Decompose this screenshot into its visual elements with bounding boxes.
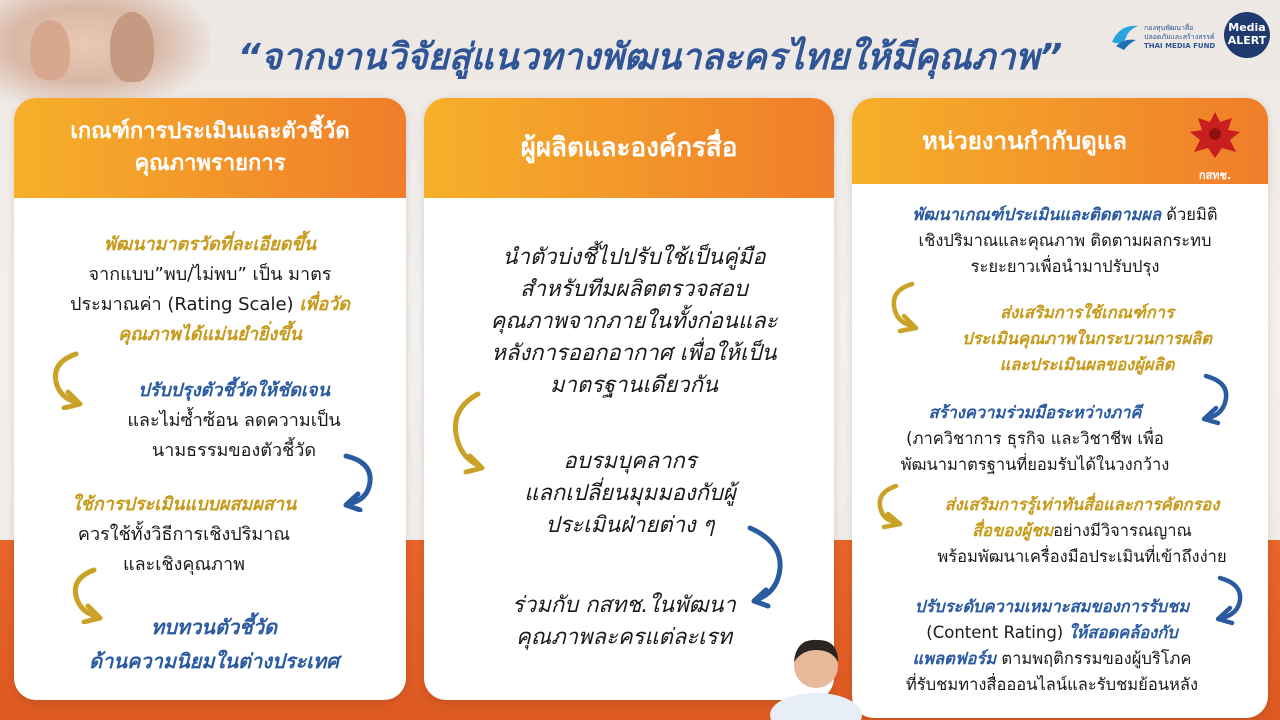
point-block: อบรมบุคลากร แลกเปลี่ยนมุมมองกับผู้ ประเม…	[480, 446, 780, 542]
point-text: ร่วมกับ กสทช.ในพัฒนา	[512, 593, 736, 618]
point-text: แลกเปลี่ยนมุมมองกับผู้	[524, 481, 736, 506]
point-title: พัฒนาเกณฑ์ประเมินและติดตามผล	[912, 205, 1162, 224]
card-heading: เกณฑ์การประเมินและตัวชี้วัด	[70, 119, 350, 144]
garuda-emblem-icon	[1190, 112, 1240, 158]
nbtc-emblem: กสทช.	[1186, 110, 1244, 182]
point-text: มาตรฐานเดียวกัน	[550, 373, 718, 398]
curved-arrow-icon	[877, 483, 903, 530]
header-photo	[0, 0, 210, 110]
curved-arrow-icon	[891, 281, 919, 334]
point-block: ทบทวนตัวชี้วัด ด้านความนิยมในต่างประเทศ	[44, 610, 384, 678]
point-text: หลังการออกอากาศ เพื่อให้เป็น	[491, 341, 777, 366]
point-block: นำตัวบ่งชี้ไปปรับใช้เป็นคู่มือ สำหรับทีม…	[454, 242, 814, 402]
card-header: เกณฑ์การประเมินและตัวชี้วัด คุณภาพรายการ	[14, 98, 406, 198]
point-title: พัฒนามาตรวัดที่ละเอียดขึ้น	[103, 234, 317, 255]
point-block: พัฒนามาตรวัดที่ละเอียดขึ้น จากแบบ”พบ/ไม่…	[34, 230, 386, 350]
point-block: ปรับระดับความเหมาะสมของการรับชม (Content…	[872, 594, 1232, 698]
point-text: นามธรรมของตัวชี้วัด	[151, 440, 317, 461]
point-text: และไม่ซ้ำซ้อน ลดความเป็น	[127, 410, 341, 431]
card-header: ผู้ผลิตและองค์กรสื่อ	[424, 98, 834, 198]
point-text: ด้วยมิติ	[1161, 205, 1218, 224]
point-text: ระยะยาวเพื่อนำมาปรับปรุง	[970, 257, 1160, 276]
curved-arrow-icon	[52, 351, 83, 410]
point-title: ประเมินคุณภาพในกระบวนการผลิต	[961, 329, 1213, 348]
person-figure	[30, 20, 70, 80]
point-block: ปรับปรุงตัวชี้วัดให้ชัดเจน และไม่ซ้ำซ้อน…	[84, 376, 384, 466]
point-block: ส่งเสริมการใช้เกณฑ์การ ประเมินคุณภาพในกร…	[922, 300, 1252, 378]
point-title: คุณภาพได้แม่นยำยิ่งขึ้น	[118, 324, 302, 345]
point-text: พร้อมพัฒนาเครื่องมือประเมินที่เข้าถึงง่า…	[937, 547, 1227, 566]
point-title: ปรับปรุงตัวชี้วัดให้ชัดเจน	[138, 380, 330, 401]
fund-name-line: THAI MEDIA FUND	[1144, 42, 1216, 50]
point-block: ร่วมกับ กสทช.ในพัฒนา คุณภาพละครแต่ละเรท	[464, 590, 784, 654]
point-text: จากแบบ”พบ/ไม่พบ” เป็น มาตร	[88, 264, 332, 285]
point-title: ส่งเสริมการใช้เกณฑ์การ	[1000, 303, 1174, 322]
point-block: ใช้การประเมินแบบผสมผสาน ควรใช้ทั้งวิธีกา…	[24, 490, 344, 580]
media-alert-logo: Media ALERT	[1224, 12, 1270, 58]
point-text: ประเมินฝ่ายต่าง ๆ	[545, 513, 715, 538]
point-title: ทบทวนตัวชี้วัด	[151, 615, 277, 639]
card-heading: คุณภาพรายการ	[134, 151, 286, 176]
point-text: คุณภาพจากภายในทั้งก่อนและ	[490, 309, 778, 334]
point-title: ให้สอดคล้องกับ	[1068, 623, 1178, 642]
point-text: นำตัวบ่งชี้ไปปรับใช้เป็นคู่มือ	[502, 245, 766, 270]
bird-icon	[1112, 25, 1138, 50]
point-title: สื่อของผู้ชม	[972, 521, 1054, 540]
point-text: ควรใช้ทั้งวิธีการเชิงปริมาณ	[77, 524, 291, 545]
child-photo	[770, 639, 862, 720]
point-text: อบรมบุคลากร	[563, 449, 697, 474]
curved-arrow-icon	[452, 391, 485, 475]
point-text: (ภาควิชาการ ธุรกิจ และวิชาชีพ เพื่อ	[906, 429, 1164, 448]
point-text: เชิงปริมาณและคุณภาพ ติดตามผลกระทบ	[918, 231, 1212, 250]
fund-name-line: ปลอดภัยและสร้างสรรค์	[1144, 33, 1215, 41]
curved-arrow-icon	[343, 453, 373, 512]
point-title: แพลตฟอร์ม	[912, 649, 997, 668]
producers-card: ผู้ผลิตและองค์กรสื่อ นำตัวบ่งชี้ไปปรับใช…	[424, 98, 834, 700]
curved-arrow-icon	[747, 525, 783, 609]
point-block: พัฒนาเกณฑ์ประเมินและติดตามผล ด้วยมิติ เช…	[870, 202, 1260, 280]
thai-media-fund-logo: กองทุนพัฒนาสื่อ ปลอดภัยและสร้างสรรค์ THA…	[1108, 18, 1218, 58]
card-header: หน่วยงานกำกับดูแล	[852, 98, 1268, 184]
page-title: “จากงานวิจัยสู่แนวทางพัฒนาละครไทยให้มีคุ…	[237, 37, 1063, 78]
point-text: พัฒนามาตรฐานที่ยอมรับได้ในวงกว้าง	[900, 455, 1170, 474]
curved-arrow-icon	[1215, 575, 1243, 626]
point-block: สร้างความร่วมมือระหว่างภาคี (ภาควิชาการ …	[870, 400, 1200, 478]
criteria-card: เกณฑ์การประเมินและตัวชี้วัด คุณภาพรายการ…	[14, 98, 406, 700]
point-title: เพื่อวัด	[299, 294, 350, 315]
point-text: ที่รับชมทางสื่อออนไลน์และรับชมย้อนหลัง	[905, 675, 1199, 694]
card-heading: ผู้ผลิตและองค์กรสื่อ	[520, 133, 738, 163]
point-block: ส่งเสริมการรู้เท่าทันสื่อและการคัดกรอง ส…	[902, 492, 1262, 570]
point-text: อย่างมีวิจารณญาณ	[1053, 521, 1192, 540]
curved-arrow-icon	[1201, 373, 1229, 426]
fund-name-line: กองทุนพัฒนาสื่อ	[1144, 24, 1194, 32]
media-alert-line: Media	[1228, 21, 1266, 34]
point-text: (Content Rating)	[926, 623, 1069, 642]
regulator-card: หน่วยงานกำกับดูแล กสทช. พัฒนาเกณฑ์ประเมิ…	[852, 98, 1268, 718]
point-text: ตามพฤติกรรมของผู้บริโภค	[996, 649, 1192, 668]
media-alert-line: ALERT	[1227, 34, 1267, 47]
emblem-label: กสทช.	[1198, 169, 1232, 182]
point-text: สำหรับทีมผลิตตรวจสอบ	[520, 277, 748, 302]
point-title: ด้านความนิยมในต่างประเทศ	[89, 649, 339, 673]
point-text: คุณภาพละครแต่ละเรท	[516, 625, 732, 650]
card-heading: หน่วยงานกำกับดูแล	[922, 127, 1127, 155]
curved-arrow-icon	[72, 567, 103, 624]
point-text: ประมาณค่า (Rating Scale)	[70, 294, 300, 315]
point-title: สร้างความร่วมมือระหว่างภาคี	[928, 403, 1142, 422]
point-title: และประเมินผลของผู้ผลิต	[999, 355, 1175, 374]
point-title: ใช้การประเมินแบบผสมผสาน	[71, 494, 297, 515]
point-title: ส่งเสริมการรู้เท่าทันสื่อและการคัดกรอง	[944, 495, 1220, 514]
point-text: และเชิงคุณภาพ	[122, 554, 246, 575]
person-figure	[110, 12, 154, 82]
point-title: ปรับระดับความเหมาะสมของการรับชม	[914, 597, 1190, 616]
